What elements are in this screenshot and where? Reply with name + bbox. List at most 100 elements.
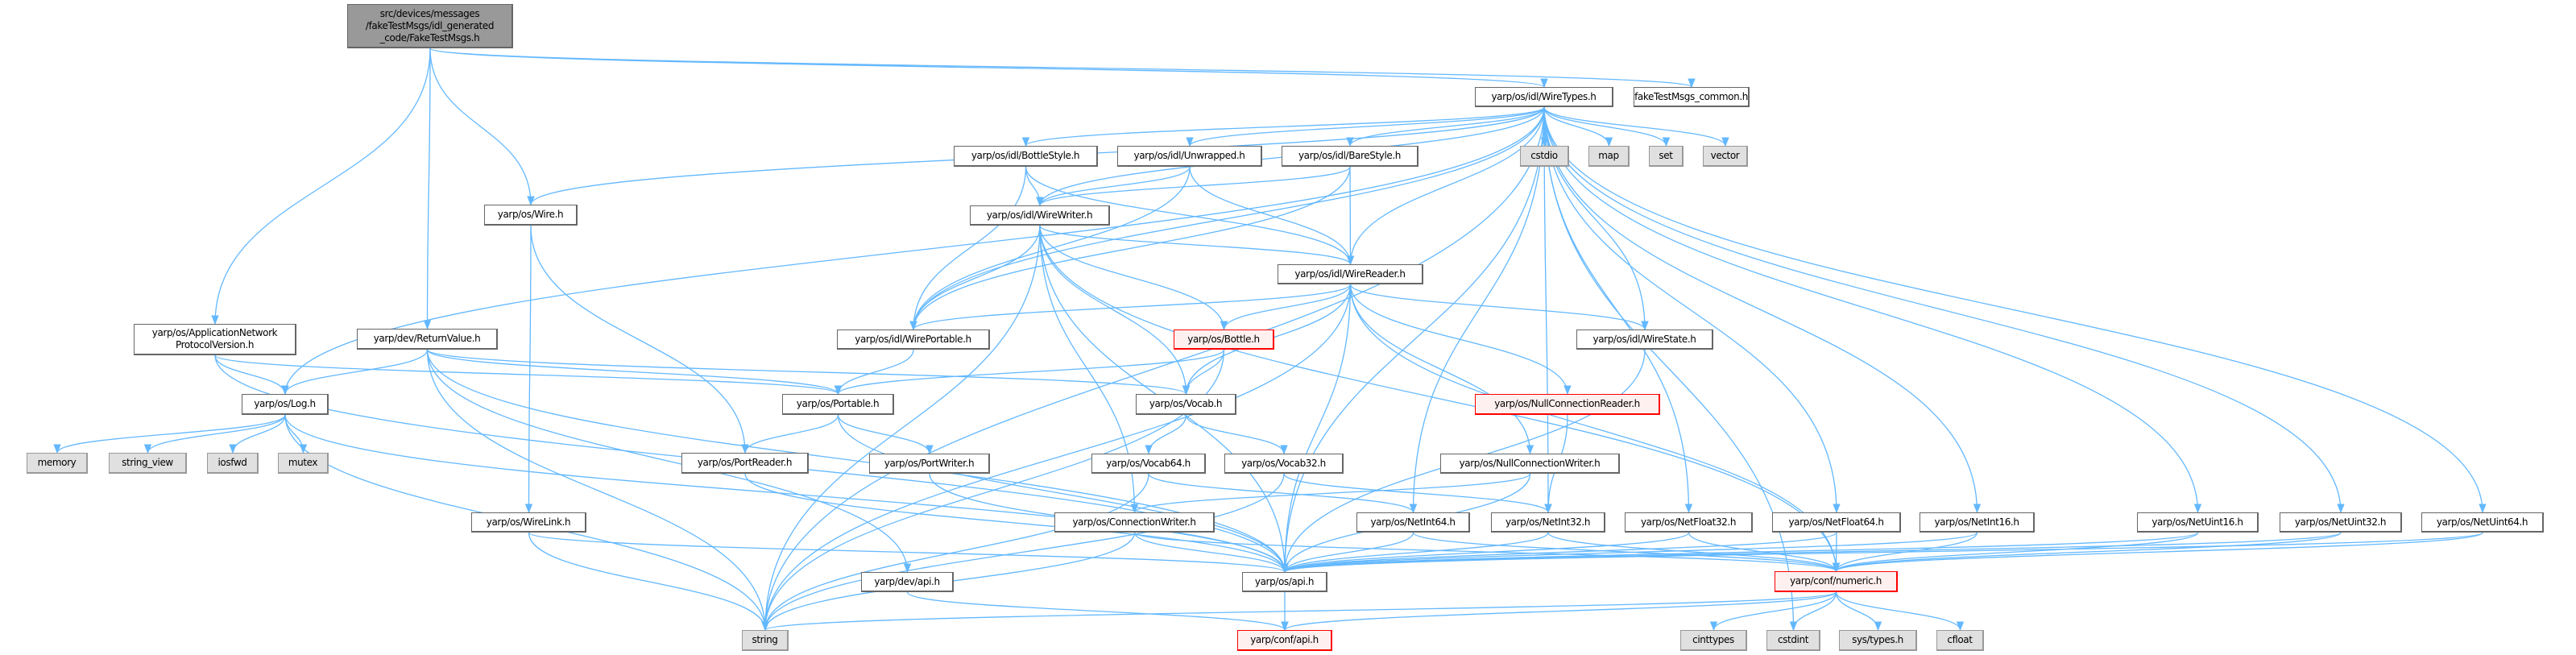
node-netuint64[interactable]: yarp/os/NetUint64.h (2421, 512, 2544, 533)
edge-portable-to-osapi (837, 414, 1289, 574)
node-osapi[interactable]: yarp/os/api.h (1242, 572, 1327, 592)
node-vector: vector (1703, 146, 1748, 167)
node-portable[interactable]: yarp/os/Portable.h (782, 394, 894, 415)
edge-connwriter-to-osapi (1133, 532, 1289, 574)
edge-wiretypes-to-netint16 (1543, 106, 1982, 514)
edge-numeric-to-confapi (1281, 591, 1837, 632)
edge-root-to-wire (429, 48, 535, 206)
edge-unwrapped-to-wirereader (1189, 166, 1355, 266)
edge-vocab-to-vocab32 (1185, 414, 1288, 455)
node-wirelink[interactable]: yarp/os/WireLink.h (471, 512, 586, 533)
edge-wiretypes-to-netint64 (1409, 106, 1545, 514)
node-connwriter[interactable]: yarp/os/ConnectionWriter.h (1054, 512, 1215, 533)
node-log[interactable]: yarp/os/Log.h (242, 394, 329, 415)
edge-wiretypes-to-wirereader (1346, 106, 1545, 266)
edge-wiretypes-to-netuint32 (1543, 106, 2345, 514)
node-nullwriter[interactable]: yarp/os/NullConnectionWriter.h (1440, 454, 1620, 474)
edge-wirewriter-to-wireportable (909, 225, 1041, 331)
edge-netuint16-to-numeric (1833, 532, 2199, 573)
node-portreader[interactable]: yarp/os/PortReader.h (681, 453, 809, 474)
edge-wirereader-to-nullwriter (1349, 284, 1534, 455)
edge-netuint64-to-osapi (1281, 532, 2483, 574)
edge-barestyle-to-wirereader (1346, 166, 1355, 266)
node-wirewriter[interactable]: yarp/os/idl/WireWriter.h (970, 205, 1110, 226)
edge-vocab32-to-netint32 (1283, 473, 1552, 514)
node-wirestate[interactable]: yarp/os/idl/WireState.h (1576, 330, 1713, 350)
edge-log-to-iosfwd (229, 414, 286, 454)
edge-log-to-mutex (284, 414, 308, 454)
node-map: map (1588, 146, 1630, 167)
edge-wiretypes-to-netuint16 (1543, 106, 2202, 514)
node-mutex: mutex (278, 453, 329, 474)
edge-wiretypes-to-netfloat32 (1543, 106, 1693, 514)
edge-wirereader-to-string (761, 284, 1352, 632)
edge-wirelink-to-string (528, 532, 769, 632)
edge-vocab-to-vocab64 (1145, 414, 1187, 455)
node-netint64[interactable]: yarp/os/NetInt64.h (1356, 512, 1470, 533)
edge-log-to-string_view (143, 414, 286, 454)
edge-appnet-to-log (214, 354, 289, 396)
edge-wirereader-to-nullreader (1349, 284, 1572, 396)
node-numeric[interactable]: yarp/conf/numeric.h (1775, 571, 1898, 592)
edge-barestyle-to-wireportable (909, 166, 1351, 331)
edge-netint32-to-numeric (1547, 532, 1841, 573)
edge-netuint16-to-osapi (1281, 532, 2199, 574)
node-netint32[interactable]: yarp/os/NetInt32.h (1491, 512, 1605, 533)
edge-netuint64-to-numeric (1833, 532, 2483, 573)
edge-wirereader-to-bottle (1220, 284, 1352, 331)
edge-wiretypes-to-bottlestyle (1022, 106, 1545, 147)
node-netfloat64[interactable]: yarp/os/NetFloat64.h (1772, 512, 1901, 533)
node-vocab32[interactable]: yarp/os/Vocab32.h (1224, 454, 1344, 474)
node-set: set (1649, 146, 1684, 167)
edge-bottle-to-portable (835, 349, 1225, 396)
node-confapi[interactable]: yarp/conf/api.h (1237, 630, 1332, 651)
node-wireportable[interactable]: yarp/os/idl/WirePortable.h (837, 330, 990, 350)
edge-wire-to-wirelink (524, 225, 533, 514)
node-devapi[interactable]: yarp/dev/api.h (861, 572, 954, 592)
edge-portable-to-portwriter (837, 414, 934, 455)
node-wire[interactable]: yarp/os/Wire.h (484, 205, 578, 226)
node-appnet[interactable]: yarp/os/ApplicationNetwork ProtocolVersi… (134, 324, 296, 355)
node-bottle[interactable]: yarp/os/Bottle.h (1174, 330, 1274, 350)
node-barestyle[interactable]: yarp/os/idl/BareStyle.h (1282, 146, 1418, 167)
edge-wirelink-to-osapi (528, 532, 1289, 574)
edge-returnvalue-to-portable (426, 349, 842, 396)
edge-unwrapped-to-wirewriter (1036, 166, 1191, 207)
edge-bottlestyle-to-wireportable (909, 166, 1027, 331)
edge-bottlestyle-to-wirereader (1025, 166, 1355, 266)
node-bottlestyle[interactable]: yarp/os/idl/BottleStyle.h (954, 146, 1098, 167)
edge-returnvalue-to-string (426, 349, 769, 632)
node-returnvalue[interactable]: yarp/dev/ReturnValue.h (357, 329, 498, 350)
edge-returnvalue-to-devapi (426, 349, 912, 574)
node-wirereader[interactable]: yarp/os/idl/WireReader.h (1278, 264, 1423, 284)
edge-wirewriter-to-wirereader (1039, 225, 1355, 266)
edge-unwrapped-to-wireportable (909, 166, 1191, 331)
edge-wiretypes-to-unwrapped (1186, 106, 1545, 147)
edge-log-to-memory (53, 414, 286, 454)
edge-returnvalue-to-osapi (426, 349, 1289, 574)
edge-numeric-to-string (761, 591, 1837, 632)
edge-wiretypes-to-netuint64 (1543, 106, 2487, 514)
node-wiretypes[interactable]: yarp/os/idl/WireTypes.h (1475, 87, 1613, 107)
node-vocab64[interactable]: yarp/os/Vocab64.h (1091, 454, 1206, 474)
edge-wirereader-to-wireportable (909, 284, 1352, 331)
node-nullreader[interactable]: yarp/os/NullConnectionReader.h (1475, 394, 1660, 415)
node-vocab[interactable]: yarp/os/Vocab.h (1136, 394, 1236, 415)
edge-wirewriter-to-string (761, 225, 1041, 632)
edge-wirewriter-to-numeric (1039, 225, 1841, 573)
node-netint16[interactable]: yarp/os/NetInt16.h (1920, 512, 2035, 533)
node-cinttypes: cinttypes (1680, 630, 1747, 651)
edge-wirereader-to-wirestate (1349, 284, 1649, 331)
edge-vocab64-to-string (761, 473, 1149, 632)
node-portwriter[interactable]: yarp/os/PortWriter.h (869, 454, 990, 474)
node-netuint32[interactable]: yarp/os/NetUint32.h (2280, 512, 2402, 533)
edge-root-to-appnet (211, 48, 431, 325)
node-common[interactable]: fakeTestMsgs_common.h (1634, 87, 1750, 107)
node-netuint16[interactable]: yarp/os/NetUint16.h (2137, 512, 2259, 533)
node-netfloat32[interactable]: yarp/os/NetFloat32.h (1625, 512, 1753, 533)
edge-wiretypes-to-map (1543, 106, 1613, 147)
edge-wiretypes-to-wireportable (909, 106, 1545, 331)
node-unwrapped[interactable]: yarp/os/idl/Unwrapped.h (1117, 146, 1262, 167)
edge-numeric-to-cstdint (1789, 591, 1837, 632)
